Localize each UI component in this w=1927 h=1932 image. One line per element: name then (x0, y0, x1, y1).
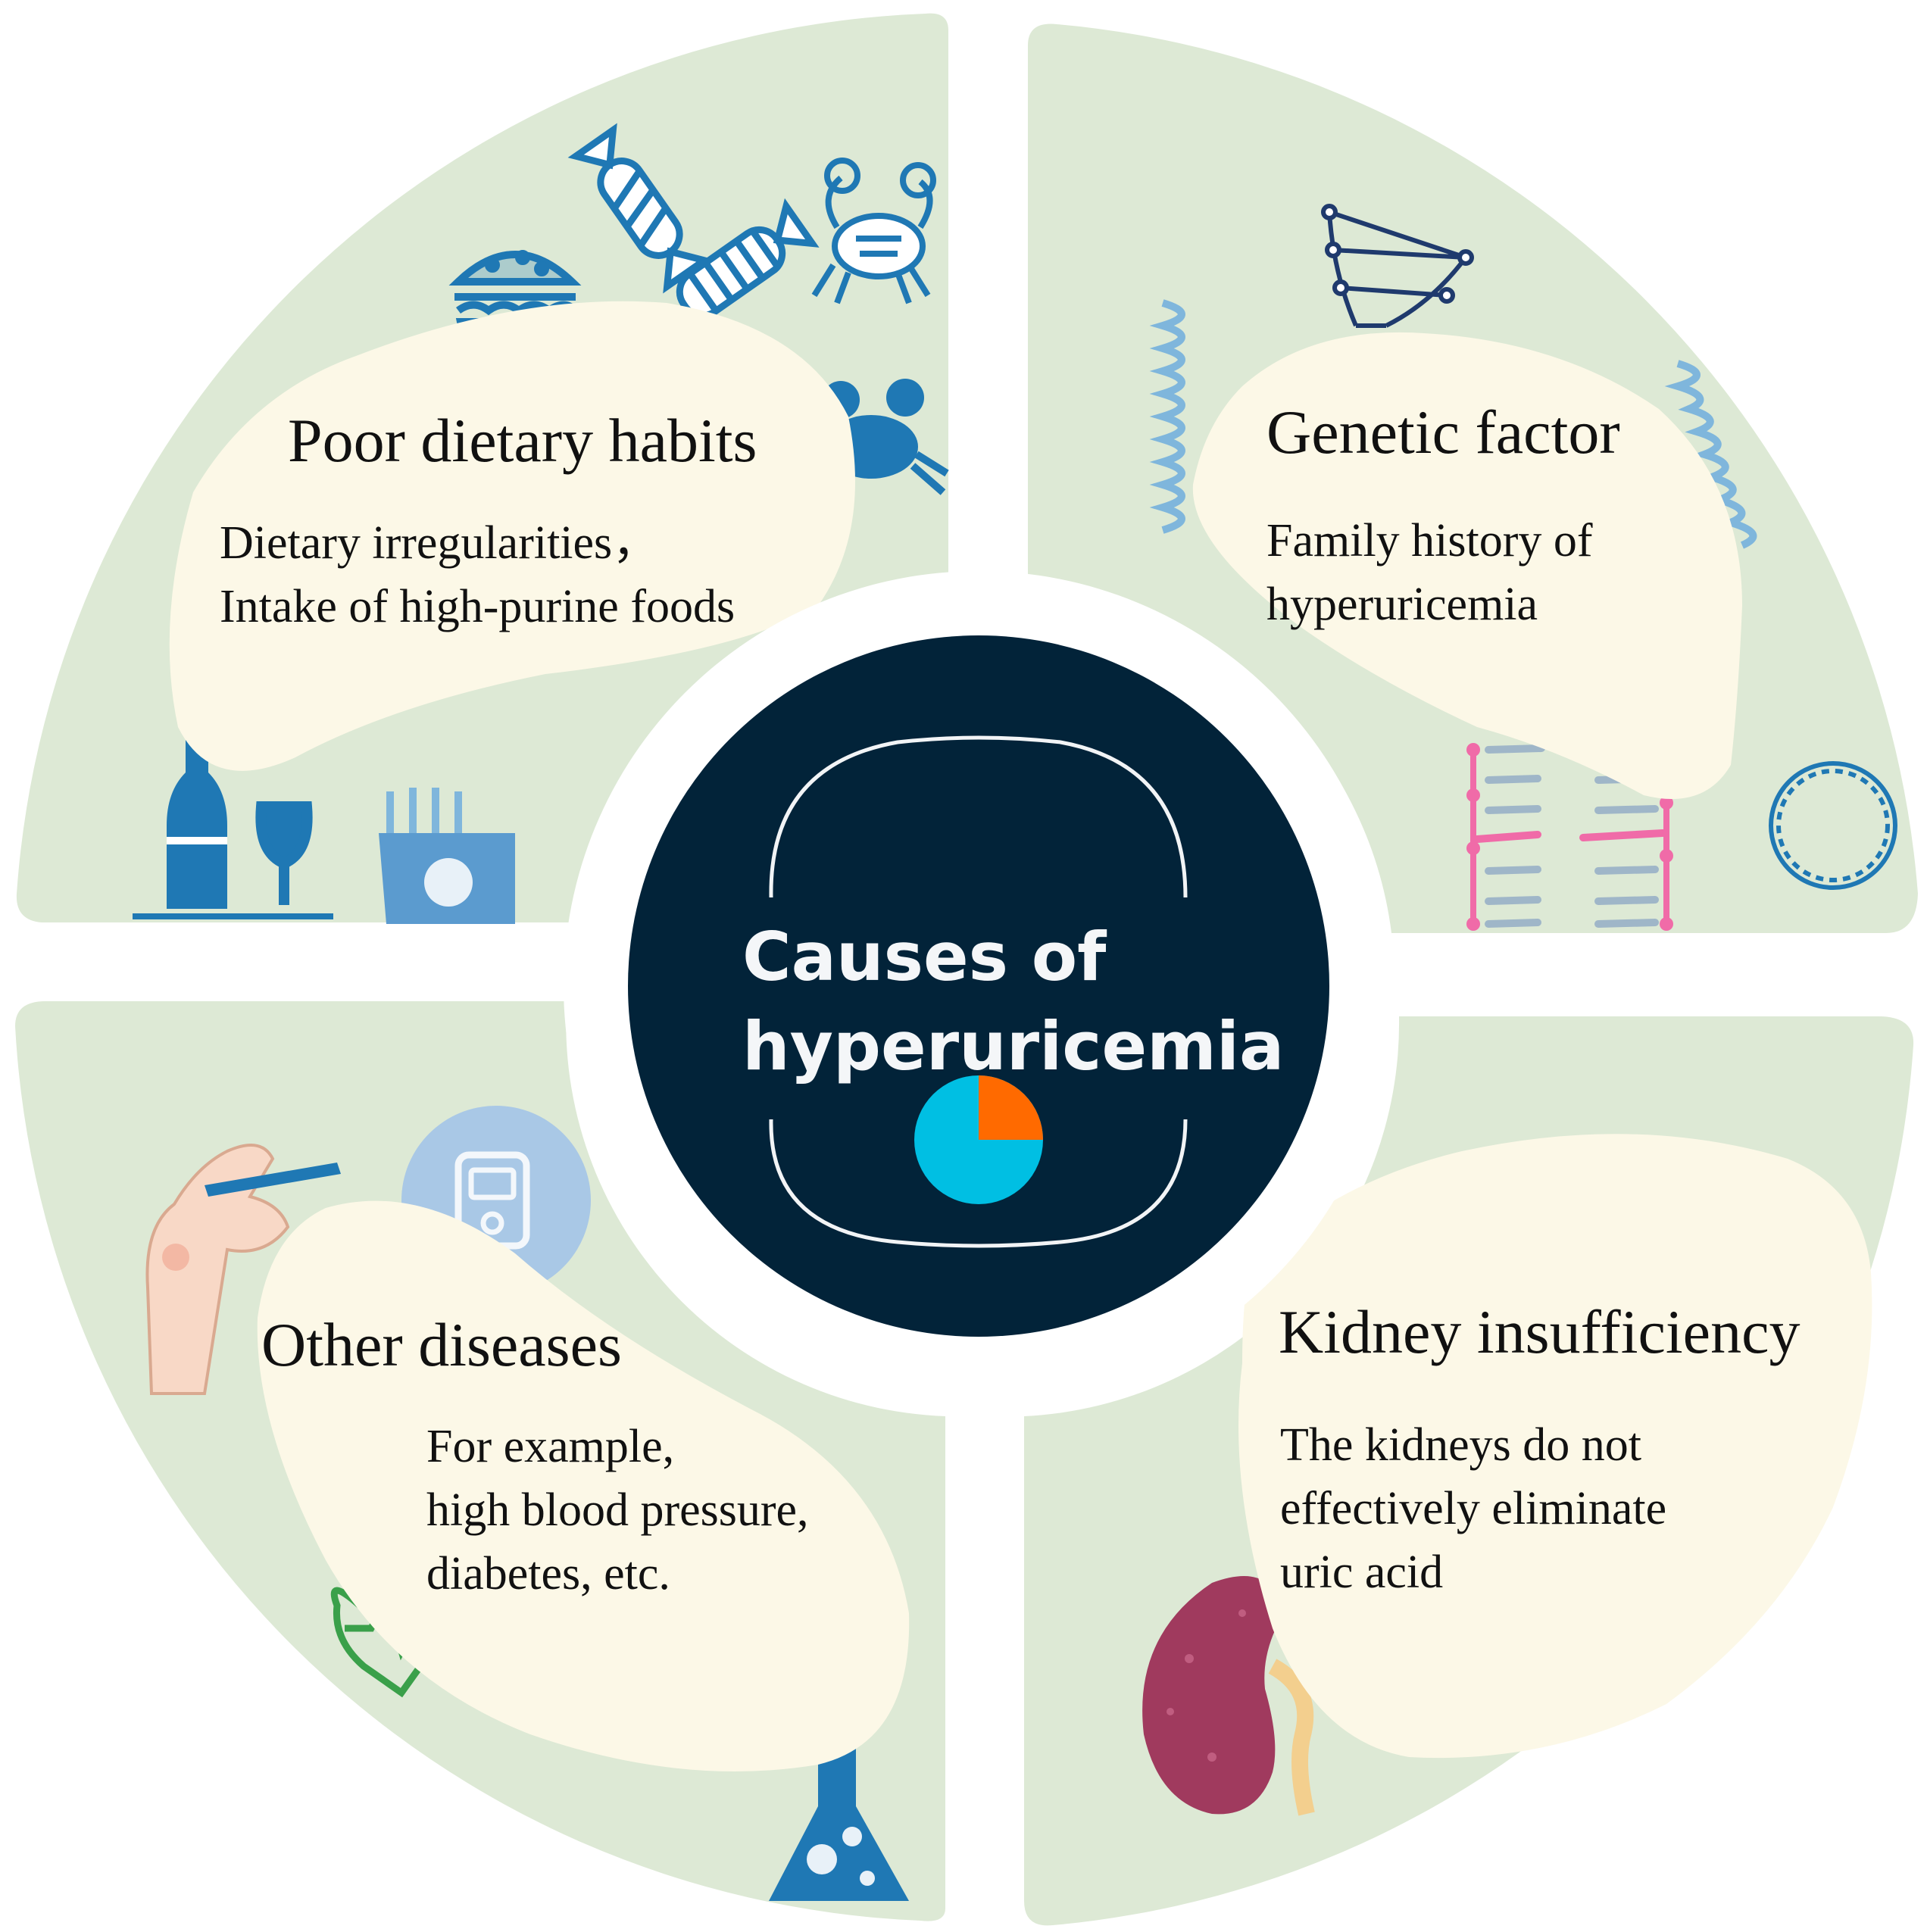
kidney-body-line: The kidneys do not (1280, 1419, 1641, 1471)
pie-chart-icon (914, 1075, 1043, 1204)
flask-icon (769, 1742, 909, 1901)
center-disc (628, 635, 1329, 1337)
other-title: Other diseases (261, 1310, 622, 1379)
blob-other (257, 1200, 910, 1771)
wine-glass-icon (255, 801, 313, 905)
arc-top (769, 735, 1188, 898)
dna-strand-icon (1664, 360, 1757, 549)
other-body-line: high blood pressure, (426, 1484, 809, 1536)
arc-bottom (769, 1119, 1188, 1248)
dna-strand-icon (1149, 299, 1185, 534)
blob-dietary (169, 301, 855, 771)
kidney-body: The kidneys do not effectively eliminate… (1280, 1413, 1666, 1604)
center-title-line1: Causes of (742, 918, 1107, 996)
kidney-icon (1142, 1576, 1315, 1816)
kidney-body-line: effectively eliminate (1280, 1483, 1667, 1534)
kidney-title: Kidney insufficiency (1279, 1297, 1801, 1366)
candy-icon (567, 123, 820, 320)
center-title: Causes of hyperuricemia (742, 913, 1284, 1091)
other-body-line: For example, (426, 1421, 675, 1472)
dna-helix-icon (1321, 204, 1474, 328)
dietary-title: Poor dietary habits (288, 406, 757, 475)
dietary-body-line: Dietary irregularities， (220, 517, 660, 569)
wine-bottle-icon (167, 719, 227, 909)
plasmid-ring-icon (1769, 761, 1897, 890)
genetic-title: Genetic factor (1266, 398, 1620, 467)
center-title-line2: hyperuricemia (742, 1007, 1285, 1085)
genetic-body: Family history of hyperuricemia (1266, 509, 1593, 636)
blob-genetic (1192, 332, 1742, 799)
lobster-icon (811, 158, 936, 304)
dietary-body-line: Intake of high-purine foods (220, 581, 736, 632)
genetic-body-line: Family history of (1266, 515, 1593, 566)
fries-icon (379, 788, 515, 924)
kidney-body-line: uric acid (1280, 1547, 1444, 1598)
dietary-body: Dietary irregularities， Intake of high-p… (220, 511, 735, 638)
other-body-line: diabetes, etc. (426, 1548, 670, 1600)
blob-kidney (1238, 1134, 1872, 1759)
genetic-body-line: hyperuricemia (1266, 579, 1538, 630)
glucose-pen-icon (145, 1144, 341, 1395)
other-body: For example, high blood pressure, diabet… (426, 1415, 809, 1606)
